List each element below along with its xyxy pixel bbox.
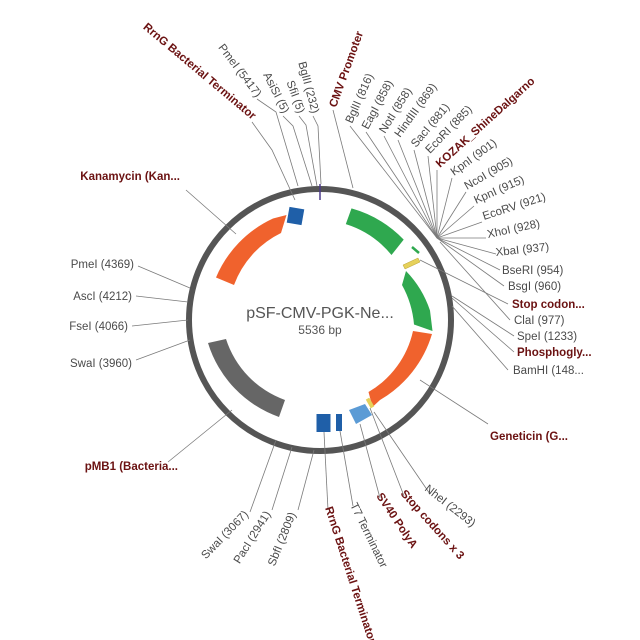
noti-leader [383,135,438,239]
geneticin-leader [419,379,489,425]
clai-leader [439,241,511,321]
pmb1-leader [167,409,233,463]
pmei-5417-leader [256,98,299,187]
bglii-816-leader [349,125,438,239]
feature-label-stop-codon[interactable]: Stop codon... [512,299,585,311]
saci-leader [413,149,438,239]
t7-leader [339,430,354,507]
stop-codons-x3-marker[interactable] [365,397,375,409]
rrng-top-leader [251,121,296,201]
ecorv-leader [436,221,483,239]
feature-label-pmb1[interactable]: pMB1 (Bacteria... [85,461,178,473]
site-label-swai-3960[interactable]: SwaI (3960) [70,358,132,370]
site-label-asci[interactable]: AscI (4212) [73,291,132,303]
stop-codon-leader [419,259,509,305]
sfii-leader [298,115,318,187]
xbai-leader [436,237,497,255]
site-label-bsgi[interactable]: BsgI (960) [508,281,561,293]
pmei-4369-leader [137,265,191,289]
kanamycin-leader [185,189,237,235]
phosphoglycerate-kinase-promoter-arc[interactable] [402,271,433,331]
swai-3067-leader [249,439,277,513]
stop-codons-3-leader [369,407,405,497]
ncoi-leader [436,191,467,239]
bseri-leader [436,237,501,271]
cmv-promoter-arc[interactable] [345,208,404,255]
site-label-xhoi[interactable]: XhoI (928) [486,218,541,241]
plasmid-name: pSF-CMV-PGK-Ne... [246,305,394,322]
fsei-leader [131,319,189,327]
swai-3960-leader [135,339,191,361]
feature-label-geneticin[interactable]: Geneticin (G... [490,431,568,443]
feature-label-kanamycin[interactable]: Kanamycin (Kan... [80,171,180,183]
kpni-901-leader [436,177,453,239]
cmv-promoter-leader [332,109,354,189]
phosphogly-leader [451,297,515,353]
site-label-asisi[interactable]: AsiSI (5) [260,71,291,116]
feature-label-phosphogly[interactable]: Phosphogly... [517,347,592,359]
site-label-clai[interactable]: ClaI (977) [514,315,565,327]
spei-leader [451,295,515,337]
pmb1-origin-arc[interactable] [208,339,285,417]
nhei-leader [373,411,431,495]
eagi-leader [365,131,438,239]
site-label-bamhi[interactable]: BamHI (148... [513,365,584,377]
plasmid-inner-circle [202,202,438,438]
stop-codon-marker[interactable] [402,257,421,270]
hindiii-leader [397,139,438,239]
t7-terminator-block[interactable] [336,414,342,431]
rrng-terminator-bottom-block[interactable] [316,414,331,432]
rrng-terminator-top-block[interactable] [286,206,305,226]
kpni-915-leader [436,205,475,239]
sbfi-leader [297,449,315,511]
bamhi-leader [451,305,509,371]
site-label-fsei[interactable]: FseI (4066) [69,321,128,333]
ecori-leader [427,155,438,239]
bsgi-leader [436,237,505,287]
site-label-xbai[interactable]: XbaI (937) [495,241,550,259]
rrng-bottom-leader [323,431,329,511]
kozak-marker[interactable] [411,246,420,254]
paci-leader [271,446,293,511]
site-label-pmei-4369[interactable]: PmeI (4369) [71,259,134,271]
kanamycin-resistance-arc[interactable] [216,215,287,285]
geneticin-resistance-arc[interactable] [368,331,433,407]
site-label-spei[interactable]: SpeI (1233) [517,331,577,343]
sv40-leader [359,423,381,499]
site-label-bseri[interactable]: BseRI (954) [502,265,564,277]
asisi-leader [282,115,313,187]
bgliii-232-leader [312,115,322,185]
plasmid-size: 5536 bp [298,323,342,337]
sv40-polya-arrow[interactable] [349,404,372,424]
asci-leader [135,295,189,303]
